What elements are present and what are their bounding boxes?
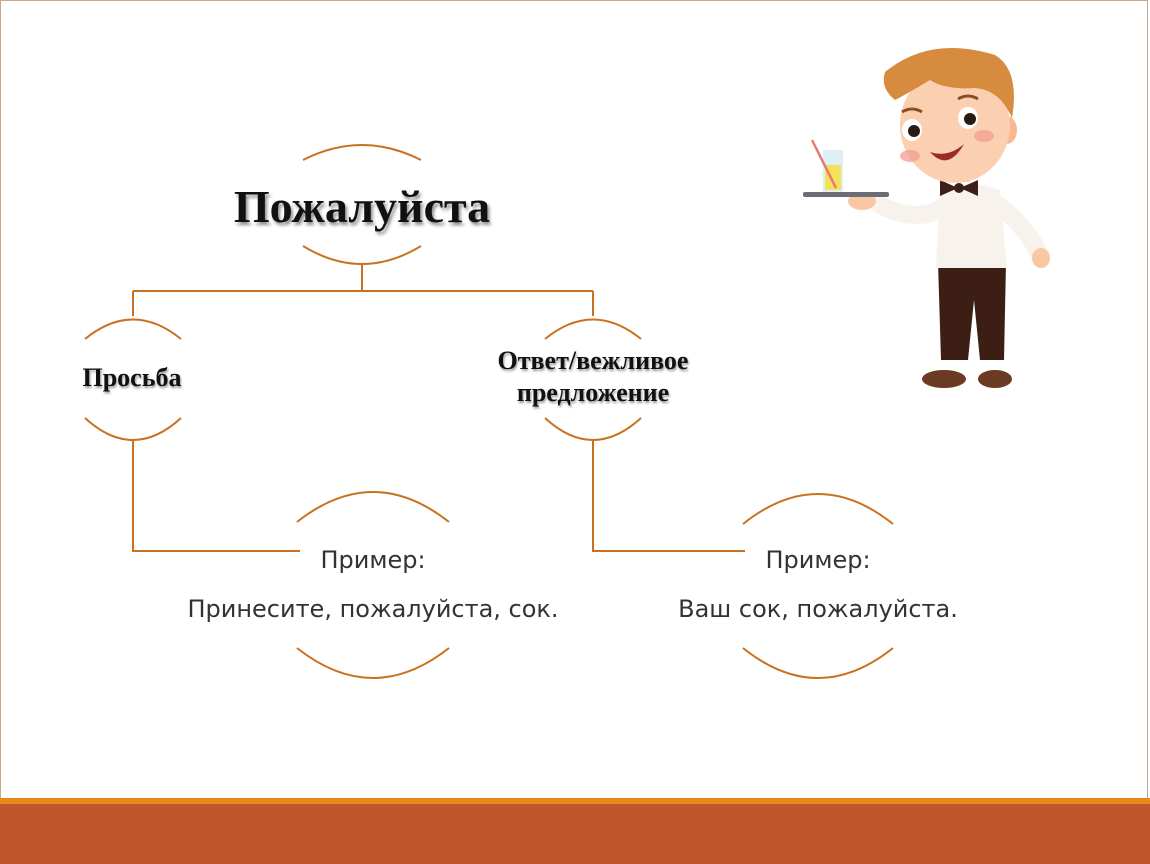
waiter-with-juice-tray-icon [803, 47, 1050, 388]
left-arc-bottom [84, 417, 182, 441]
right-arc-bottom [544, 417, 642, 441]
left-example-arc-top [296, 491, 450, 523]
root-arc-top [302, 144, 422, 161]
left-example-heading: Пример: [320, 546, 426, 574]
right-example-text: Ваш сок, пожалуйста. [678, 595, 958, 623]
right-example-heading: Пример: [765, 546, 871, 574]
tree-connector [132, 264, 594, 316]
diagram-root-label: Пожалуйста [233, 181, 491, 232]
left-example-arc-bottom [296, 647, 450, 679]
right-arc-top [544, 318, 642, 340]
footer-accent-line [0, 798, 1150, 804]
left-arc-top [84, 318, 182, 340]
left-example-text: Принесите, пожалуйста, сок. [187, 595, 559, 623]
left-branch-connector [132, 440, 300, 552]
root-arc-bottom [302, 245, 422, 265]
left-node-label: Просьба [82, 363, 182, 392]
right-branch-connector [592, 440, 745, 552]
right-node-label: Ответ/вежливое предложение [497, 346, 689, 407]
footer-bar [0, 804, 1150, 864]
right-example-arc-top [742, 493, 894, 525]
right-example-arc-bottom [742, 647, 894, 679]
